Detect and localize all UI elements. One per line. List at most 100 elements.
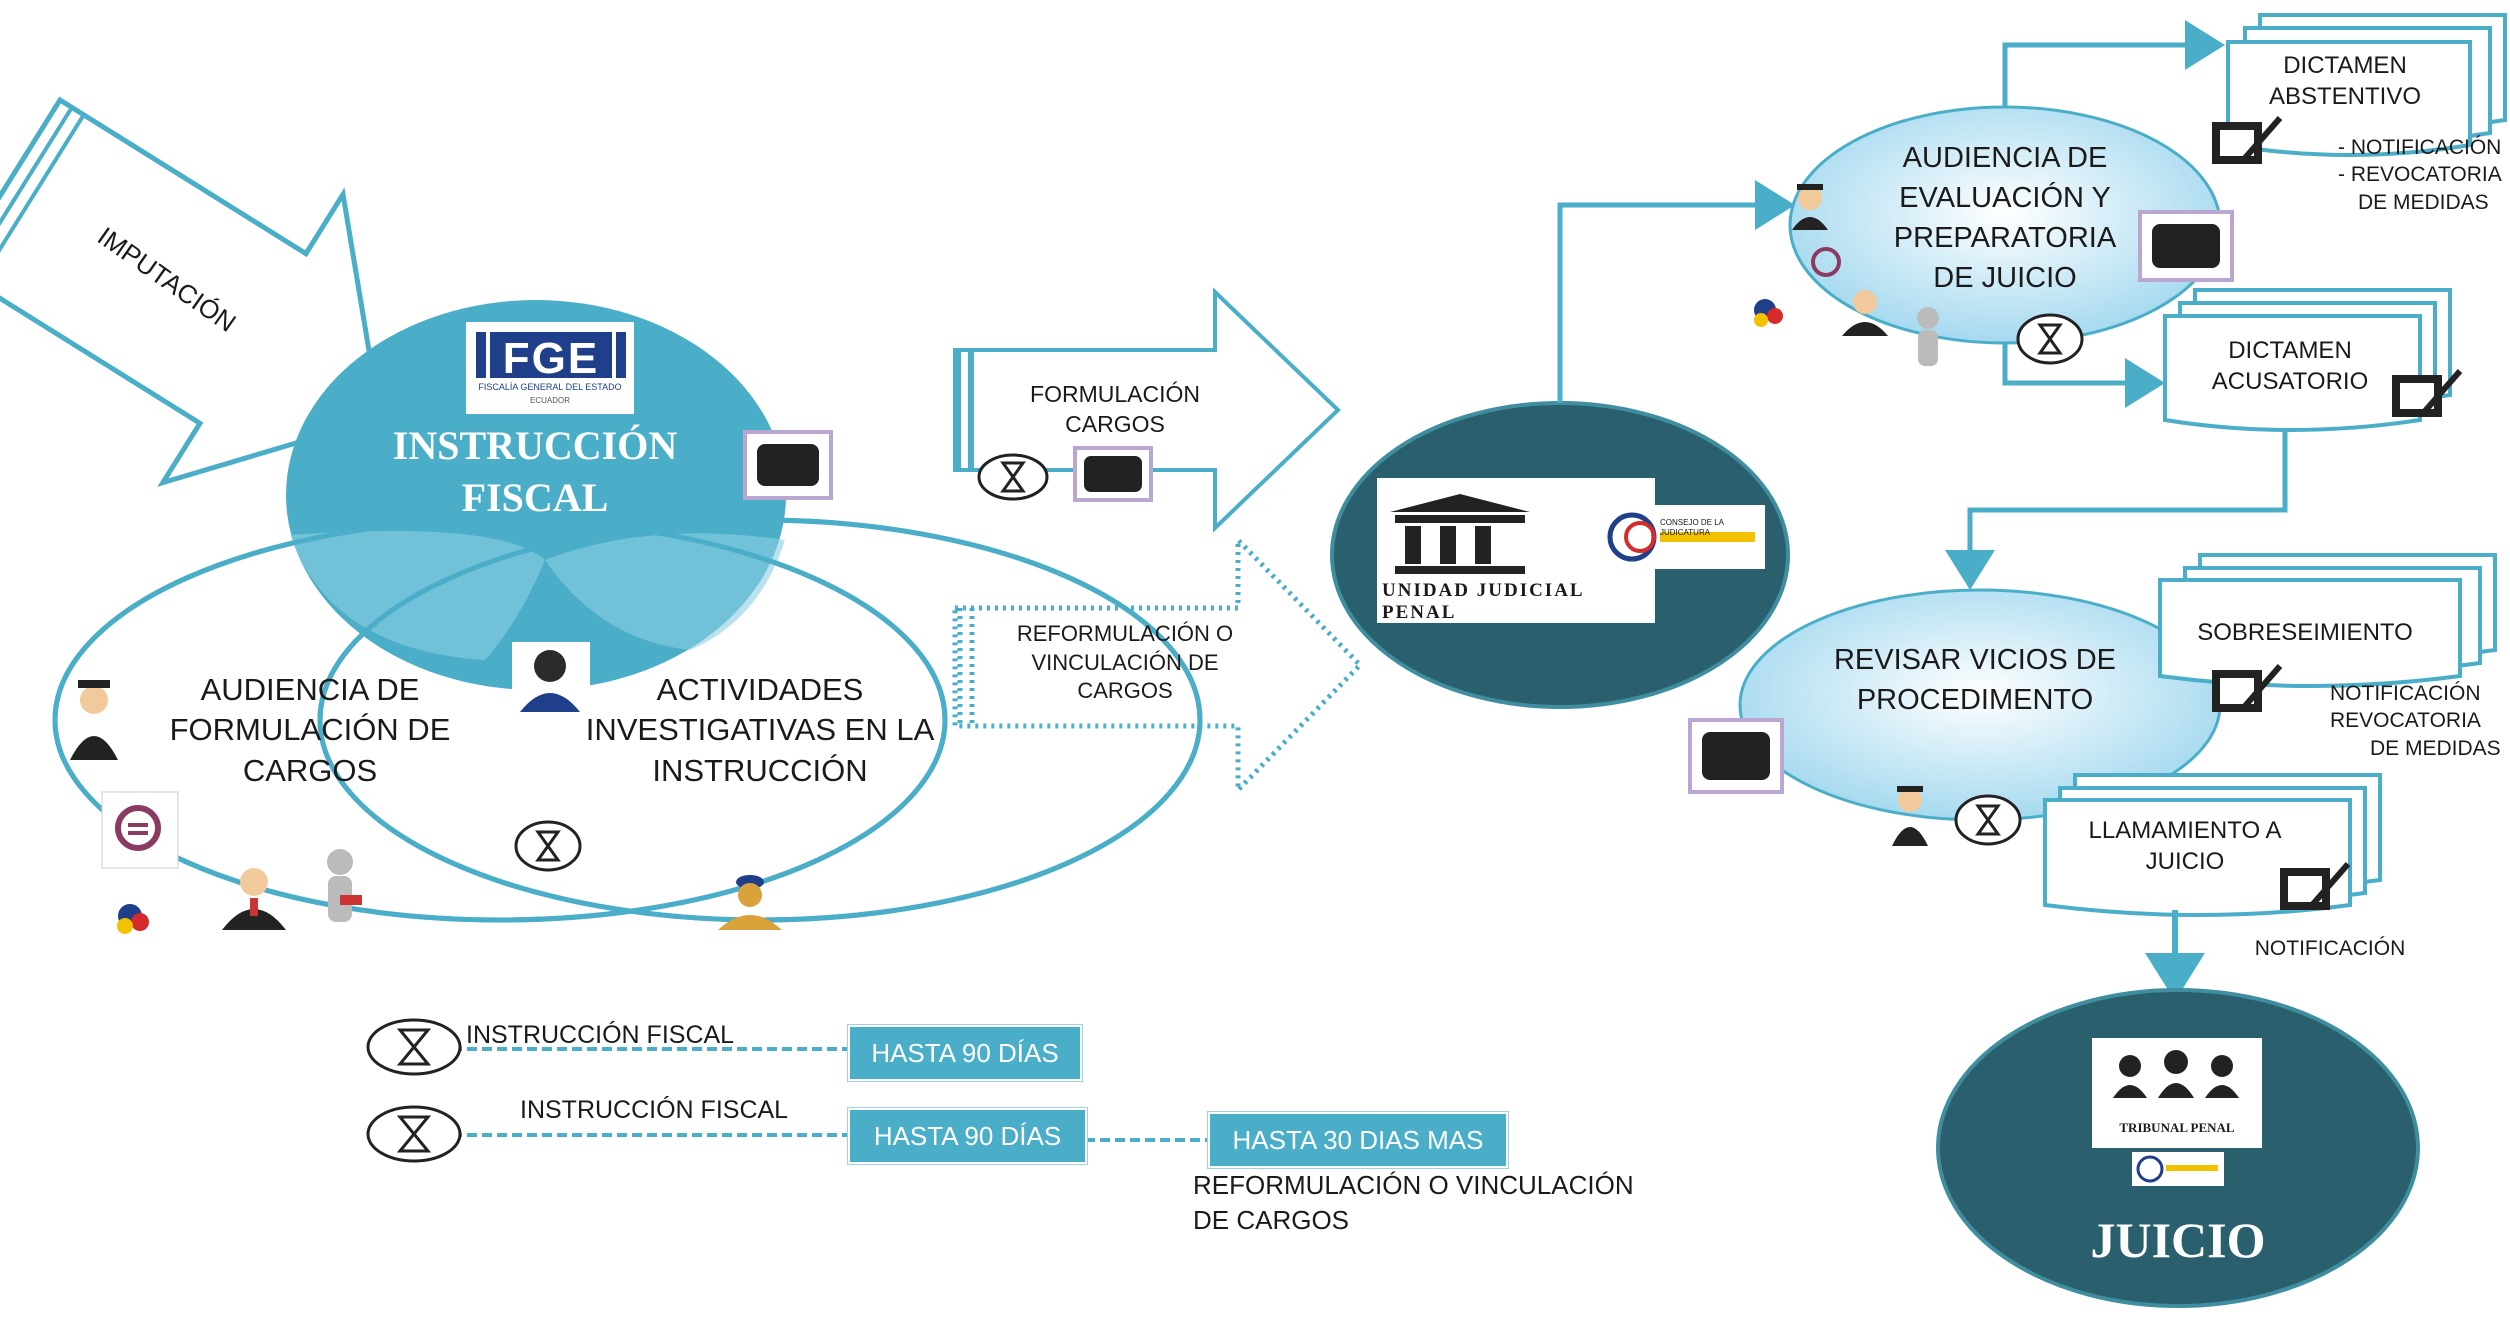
timeline-row2-label: INSTRUCCIÓN FISCAL [520,1096,789,1124]
fge-subtitle: FISCALÍA GENERAL DEL ESTADO [478,382,622,392]
audiencia-evaluacion-line: EVALUACIÓN Y [1899,182,2111,215]
judge-icon [1792,184,1828,230]
victim-gender-icon [101,791,179,869]
judicatura-logo-text: CONSEJO DE LA JUDICATURA [1660,518,1724,538]
document-hand-icon [743,430,833,500]
fge-logo-text: FGE [502,334,600,383]
sobreseimiento-notification-item: NOTIFICACIÓN [2330,682,2481,705]
timeline-row2-badge: HASTA 90 DÍAS [848,1108,1087,1164]
sobreseimiento-docs [2158,553,2497,688]
dictamen-abstentivo-label: DICTAMEN ABSTENTIVO [2240,50,2450,112]
connector-unidad-audiencia [1557,180,1795,403]
unidad-judicial-line: PENAL [1382,601,1457,623]
hourglass-icon [977,453,1049,501]
document-hand-icon [2138,210,2234,282]
connector-acusatorio-revisar [1945,430,2288,590]
reformulacion-line: VINCULACIÓN DE [1031,649,1219,675]
revisar-vicios-label: REVISAR VICIOS DE PROCEDIMENTO [1810,640,2140,720]
defendant-icon [327,849,362,922]
formulacion-cargos-label: FORMULACIÓN CARGOS [1015,380,1215,440]
defendant-icon [1917,307,1939,366]
hourglass-icon [366,1018,462,1076]
defensoria-logo [1754,299,1783,327]
dictamen-abstentivo-docs [2226,13,2507,157]
tribunal-people-icon [2113,1050,2239,1098]
audiencia-evaluacion-label: AUDIENCIA DE EVALUACIÓN Y PREPARATORIA D… [1870,138,2140,298]
timeline-row2-note: REFORMULACIÓN O VINCULACIÓN DE CARGOS [1193,1168,1663,1238]
timeline-row1-label: INSTRUCCIÓN FISCAL [466,1021,735,1049]
instruccion-fiscal-title: INSTRUCCIÓN FISCAL [360,420,710,524]
timeline-row2-note-line: REFORMULACIÓN O VINCULACIÓN [1193,1170,1634,1200]
unidad-judicial-line: UNIDAD JUDICIAL [1382,580,1585,601]
audiencia-formulacion-label: AUDIENCIA DE FORMULACIÓN DE CARGOS [160,670,460,791]
reformulacion-line: CARGOS [1077,678,1173,704]
actividades-line: ACTIVIDADES [656,672,864,707]
police-icon [718,875,782,930]
fge-country: ECUADOR [529,396,570,405]
revisar-vicios-line: PROCEDIMENTO [1856,684,2094,717]
hourglass-icon [366,1105,462,1163]
hourglass-icon [514,820,582,872]
timeline-row2-extra-badge: HASTA 30 DIAS MAS [1208,1112,1508,1168]
audiencia-evaluacion-line: AUDIENCIA DE [1902,142,2108,174]
judge-icon [70,680,118,760]
reformulacion-line: REFORMULACIÓN O [1016,621,1234,646]
lawyer-icon [222,868,286,930]
instruccion-fiscal-line2: FISCAL [461,475,609,520]
abstentivo-notification-item: - REVOCATORIA [2338,163,2502,187]
juicio-label: JUICIO [2090,1212,2266,1268]
imputacion-arrow [0,96,383,487]
unidad-judicial-label: UNIDAD JUDICIAL PENAL [1382,580,1652,624]
actividades-line: INVESTIGATIVAS EN LA [585,712,935,748]
llamamiento-line: JUICIO [2145,848,2225,876]
reformulacion-label: REFORMULACIÓN O VINCULACIÓN DE CARGOS [1005,620,1245,706]
signing-document-icon [2392,369,2463,417]
connector-to-abstentivo [2002,20,2225,107]
audiencia-formulacion-line: CARGOS [242,752,378,788]
audiencia-formulacion-line: AUDIENCIA DE [200,672,420,707]
audiencia-evaluacion-line: PREPARATORIA [1893,222,2117,255]
dictamen-acusatorio-line: DICTAMEN [2228,337,2352,364]
fiscal-avatar-icon [512,642,590,714]
timeline-row2-note-line: DE CARGOS [1193,1205,1350,1236]
instruccion-fiscal-line1: INSTRUCCIÓN [392,423,678,468]
notificacion-label: NOTIFICACIÓN [2254,937,2406,960]
document-hand-icon [1073,446,1153,502]
fge-logo [466,322,634,414]
dictamen-abstentivo-line: ABSTENTIVO [2268,83,2422,111]
signing-document-icon [2212,664,2283,712]
llamamiento-label: LLAMAMIENTO A JUICIO [2070,815,2300,877]
dictamen-acusatorio-docs [2163,288,2452,432]
document-hand-icon [1688,718,1784,794]
lawyer-icon [1842,290,1888,336]
victim-gender-icon [1811,247,1841,277]
actividades-line: INSTRUCCIÓN [652,752,868,788]
signing-document-icon [2280,862,2351,910]
llamamiento-line: LLAMAMIENTO A [2088,817,2282,844]
dictamen-acusatorio-line: ACUSATORIO [2211,368,2369,396]
formulacion-cargos-line: FORMULACIÓN [1030,381,1200,407]
formulacion-cargos-line: CARGOS [1065,410,1165,437]
actividades-label: ACTIVIDADES INVESTIGATIVAS EN LA INSTRUC… [580,670,940,791]
sobreseimiento-label: SOBRESEIMIENTO [2197,619,2413,646]
signing-document-icon [2212,116,2283,164]
judge-icon [1892,786,1928,846]
courthouse-icon [1390,494,1530,574]
audiencia-evaluacion-line: DE JUICIO [1933,262,2077,295]
timeline-row1-badge: HASTA 90 DÍAS [848,1025,1082,1081]
abstentivo-notification-item: DE MEDIDAS [2358,190,2489,214]
tribunal-penal-label: TRIBUNAL PENAL [2119,1120,2235,1135]
reformulacion-arrow [952,533,1364,797]
dictamen-acusatorio-label: DICTAMEN ACUSATORIO [2175,335,2405,397]
sobreseimiento-notification-item: DE MEDIDAS [2370,736,2501,760]
dictamen-abstentivo-line: DICTAMEN [2283,52,2407,79]
abstentivo-notification-item: - NOTIFICACIÓN [2338,136,2502,159]
revisar-vicios-line: REVISAR VICIOS DE [1833,644,2116,676]
audiencia-formulacion-line: FORMULACIÓN DE [169,712,451,748]
hourglass-icon [2016,313,2084,365]
defensoria-logo [117,904,149,934]
hourglass-icon [1954,794,2022,846]
abstentivo-notification-list: - NOTIFICACIÓN - REVOCATORIA DE MEDIDAS [2338,134,2508,216]
